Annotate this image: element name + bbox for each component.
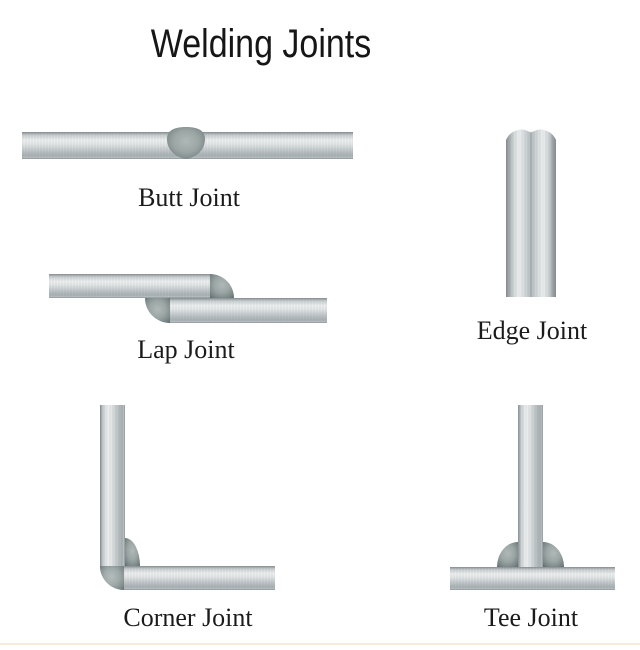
- weld-bead-right: [543, 542, 564, 567]
- weld-bead-left: [145, 298, 170, 323]
- butt-joint-label: Butt Joint: [138, 183, 240, 212]
- plate-texture: [506, 129, 556, 297]
- corner-weld-shade: [100, 566, 124, 590]
- page-title: Welding Joints: [131, 22, 390, 67]
- edge-joint-figure: [506, 129, 556, 297]
- weld-bead-right: [210, 274, 234, 298]
- corner-joint-label: Corner Joint: [123, 603, 253, 632]
- weld-bead-inner: [125, 538, 140, 566]
- page-title-text: Welding Joints: [150, 22, 372, 66]
- tee-joint-figure: [450, 405, 615, 590]
- tee-joint-label: Tee Joint: [483, 603, 579, 632]
- weld-bead: [167, 127, 205, 159]
- edge-joint-label: Edge Joint: [476, 316, 588, 345]
- plate-texture: [170, 298, 327, 323]
- plate-texture: [100, 405, 125, 590]
- plate-texture: [49, 274, 210, 298]
- butt-joint-figure: [22, 127, 353, 159]
- plate-texture: [124, 566, 275, 590]
- corner-joint-figure: [100, 405, 275, 590]
- plate-texture: [450, 567, 615, 590]
- bottom-divider: [0, 643, 640, 645]
- plate-texture: [518, 405, 543, 567]
- lap-joint-label: Lap Joint: [137, 335, 235, 364]
- lap-joint-figure: [49, 274, 327, 323]
- weld-bead-left: [497, 542, 518, 567]
